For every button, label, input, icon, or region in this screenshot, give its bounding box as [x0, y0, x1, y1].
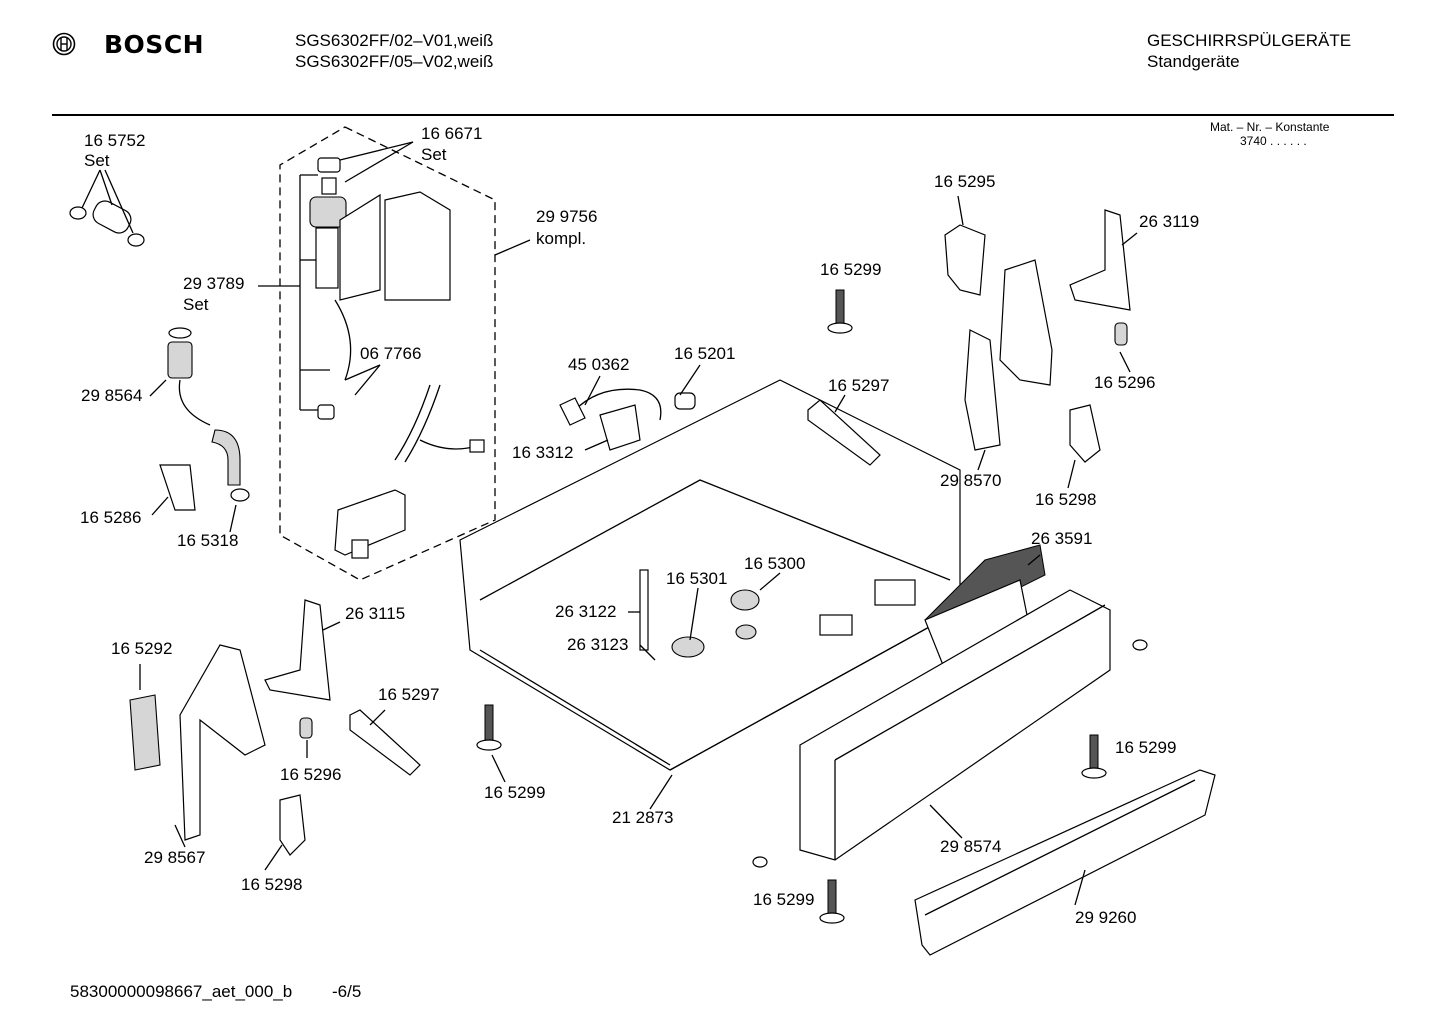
- screw-bottom-part: [752, 856, 845, 924]
- part-label-298570: 29 8570: [940, 471, 1002, 490]
- part-label-263591: 26 3591: [1031, 529, 1093, 548]
- mat-nr-value: 3740 . . . . . .: [1240, 134, 1307, 148]
- part-label-165297-left: 16 5297: [378, 685, 440, 704]
- part-label-263122: 26 3122: [555, 602, 617, 621]
- part-label-263119: 26 3119: [1139, 212, 1200, 231]
- page-number: -6/5: [332, 982, 362, 1001]
- spring-right-part: [807, 399, 881, 466]
- part-label-293789: 29 3789: [183, 274, 245, 293]
- plinth-cover-part: [914, 769, 1216, 956]
- part-label-166671-set: Set: [421, 145, 447, 164]
- part-label-165299-bottom: 16 5299: [753, 890, 815, 909]
- right-hinge-bracket-part: [944, 209, 1131, 463]
- part-label-165201: 16 5201: [674, 344, 736, 363]
- document-id: 58300000098667_aet_000_b: [70, 982, 293, 1001]
- part-label-165752: 16 5752: [84, 131, 146, 150]
- left-hinge-bracket-part: [129, 599, 421, 856]
- part-label-293789-set: Set: [183, 295, 209, 314]
- part-label-165296-right: 16 5296: [1094, 373, 1156, 392]
- corrugated-hose-part: [167, 327, 250, 502]
- valve-bracket-part: [334, 489, 406, 559]
- plinth-part: [799, 589, 1111, 861]
- part-label-165297-right: 16 5297: [828, 376, 890, 395]
- brand-name: BOSCH: [104, 30, 205, 59]
- subcategory-title: Standgeräte: [1147, 52, 1240, 71]
- model-line-1: SGS6302FF/02–V01,weiß: [295, 31, 494, 50]
- part-label-165286: 16 5286: [80, 508, 142, 527]
- mat-nr-label: Mat. – Nr. – Konstante: [1210, 120, 1330, 134]
- screw-mid-part: [476, 704, 502, 751]
- part-label-163312: 16 3312: [512, 443, 574, 462]
- part-label-299756: 29 9756: [536, 207, 598, 226]
- part-label-165298-right: 16 5298: [1035, 490, 1097, 509]
- part-label-263123: 26 3123: [567, 635, 629, 654]
- part-label-165299-right: 16 5299: [1115, 738, 1177, 757]
- part-label-298564: 29 8564: [81, 386, 143, 405]
- rail-part: [924, 544, 1046, 671]
- part-label-166671: 16 6671: [421, 124, 483, 143]
- inlet-valve-part: [309, 157, 451, 420]
- part-label-165292: 16 5292: [111, 639, 173, 658]
- subassembly-outline: [279, 126, 496, 581]
- part-label-165295: 16 5295: [934, 172, 996, 191]
- part-label-067766: 06 7766: [360, 344, 422, 363]
- part-label-165299-mid: 16 5299: [484, 783, 546, 802]
- part-label-165298-left: 16 5298: [241, 875, 303, 894]
- part-label-298574: 29 8574: [940, 837, 1002, 856]
- header-divider: [52, 114, 1394, 116]
- screw-right-part: [1081, 639, 1148, 779]
- pressostat-part: [559, 388, 696, 451]
- part-label-165299-top: 16 5299: [820, 260, 882, 279]
- part-label-212873: 21 2873: [612, 808, 674, 827]
- part-label-450362: 45 0362: [568, 355, 630, 374]
- part-label-299756-kompl: kompl.: [536, 229, 587, 248]
- part-label-165296-left: 16 5296: [280, 765, 342, 784]
- part-label-299260: 29 9260: [1075, 908, 1137, 927]
- part-label-165318: 16 5318: [177, 531, 239, 550]
- part-label-165300: 16 5300: [744, 554, 806, 573]
- base-tub-part: [459, 379, 961, 771]
- part-label-298567: 29 8567: [144, 848, 206, 867]
- part-label-165752-set: Set: [84, 151, 110, 170]
- category-title: GESCHIRRSPÜLGERÄTE: [1147, 31, 1352, 50]
- model-line-2: SGS6302FF/05–V02,weiß: [295, 52, 494, 71]
- bosch-logo-icon: [52, 32, 76, 56]
- hose-set-part: [69, 200, 145, 247]
- part-label-165301: 16 5301: [666, 569, 728, 588]
- part-label-263115: 26 3115: [345, 604, 406, 623]
- screw-top-part: [827, 289, 853, 334]
- clip-part: [159, 464, 196, 511]
